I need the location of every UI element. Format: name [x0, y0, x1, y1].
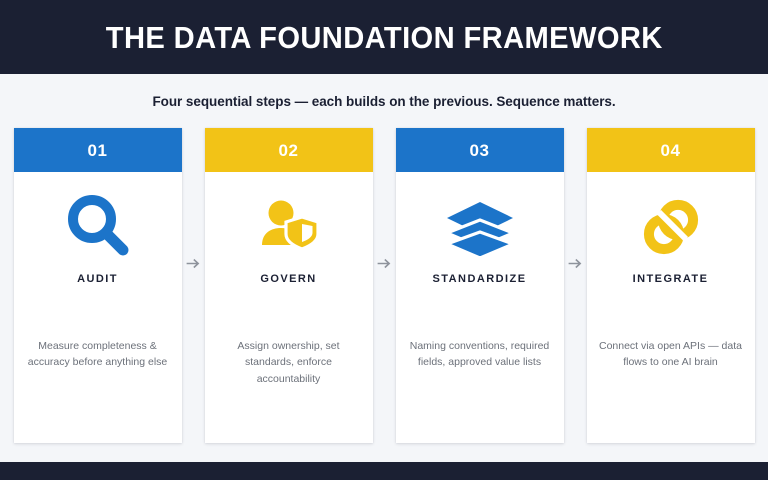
- card-label: STANDARDIZE: [432, 273, 527, 285]
- card-number: 02: [278, 140, 299, 160]
- card-header-4: 04: [586, 128, 755, 172]
- page-title: THE DATA FOUNDATION FRAMEWORK: [105, 19, 663, 55]
- card-header-1: 01: [13, 128, 182, 172]
- step-card-govern[interactable]: 02 GOVERN Assign ownership, set standard…: [204, 128, 373, 443]
- arrow-right-icon: [373, 256, 396, 271]
- card-slot-1: 01 AUDIT Measure completeness & accuracy…: [13, 128, 199, 443]
- card-description: Assign ownership, set standards, enforce…: [237, 340, 340, 385]
- step-card-audit[interactable]: 01 AUDIT Measure completeness & accuracy…: [13, 128, 182, 443]
- header-bar: THE DATA FOUNDATION FRAMEWORK: [0, 0, 768, 74]
- arrow-right-icon: [564, 256, 587, 271]
- arrow-right-icon: [182, 256, 205, 271]
- card-body-1: AUDIT Measure completeness & accuracy be…: [14, 172, 182, 443]
- subtitle: Four sequential steps — each builds on t…: [152, 93, 616, 109]
- user-shield-icon: [252, 188, 326, 266]
- footer-bar: [0, 462, 768, 480]
- card-label: GOVERN: [260, 273, 317, 285]
- card-body-4: INTEGRATE Connect via open APIs — data f…: [587, 172, 755, 443]
- card-description: Connect via open APIs — data flows to on…: [598, 340, 742, 369]
- card-number: 03: [469, 140, 490, 160]
- card-number: 04: [660, 140, 681, 160]
- card-label: AUDIT: [77, 273, 118, 285]
- chain-link-icon: [634, 188, 708, 266]
- card-body-3: STANDARDIZE Naming conventions, required…: [396, 172, 564, 443]
- card-body-2: GOVERN Assign ownership, set standards, …: [205, 172, 373, 443]
- card-header-2: 02: [204, 128, 373, 172]
- card-header-3: 03: [395, 128, 564, 172]
- bottom-spacer: [0, 443, 768, 462]
- card-slot-4: 04 INTEGRATE Connect via open API: [586, 128, 755, 443]
- card-slot-2: 02 GOVERN Assign ownership, set standard…: [204, 128, 390, 443]
- card-slot-3: 03 STANDARDIZE Naming conventions, requi…: [395, 128, 581, 443]
- card-description: Measure completeness & accuracy before a…: [27, 340, 168, 369]
- step-card-integrate[interactable]: 04 INTEGRATE Connect via open API: [586, 128, 755, 443]
- cards-area: 01 AUDIT Measure completeness & accuracy…: [0, 128, 768, 443]
- layers-icon: [443, 188, 517, 266]
- card-description: Naming conventions, required fields, app…: [409, 340, 550, 369]
- card-label: INTEGRATE: [632, 273, 709, 285]
- step-card-standardize[interactable]: 03 STANDARDIZE Naming conventions, requi…: [395, 128, 564, 443]
- card-number: 01: [87, 140, 108, 160]
- subtitle-row: Four sequential steps — each builds on t…: [0, 74, 768, 128]
- magnifier-icon: [61, 188, 135, 266]
